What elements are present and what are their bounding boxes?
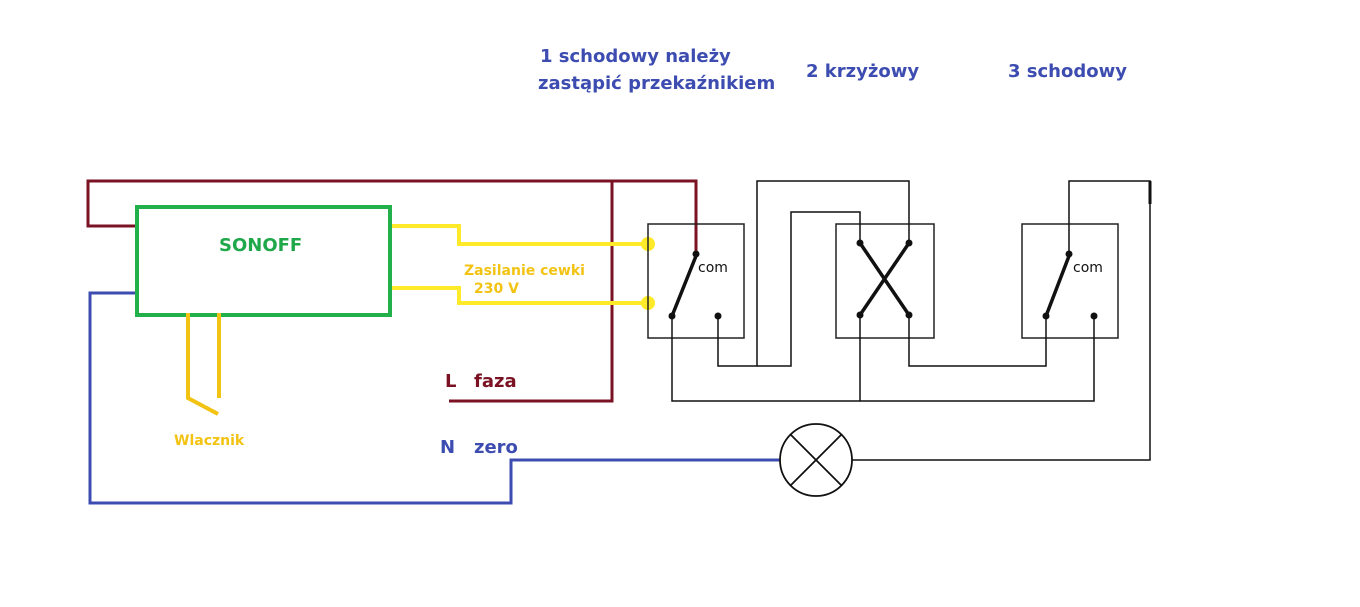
header-switch2: 2 krzyżowy <box>806 61 919 82</box>
switch-3-staircase: com <box>1021 223 1119 339</box>
manual-switch-contact <box>186 313 221 416</box>
switch-2-cross <box>835 223 935 339</box>
phase-wire <box>86 179 698 403</box>
coil-supply-wires <box>390 224 648 305</box>
neutral-wire <box>88 291 780 505</box>
phase-name: faza <box>474 371 517 392</box>
sonoff-module <box>135 205 392 317</box>
neutral-name: zero <box>474 437 518 458</box>
sonoff-label: SONOFF <box>219 235 302 256</box>
header-switch1-line1: 1 schodowy należy <box>540 46 731 67</box>
header-switch1-line2: zastąpić przekaźnikiem <box>538 73 775 94</box>
manual-switch-label: Wlacznik <box>174 433 245 449</box>
phase-letter: L <box>445 371 456 392</box>
neutral-letter: N <box>440 437 455 458</box>
switch-3-com-label: com <box>1073 260 1103 276</box>
switch-1-com-label: com <box>698 260 728 276</box>
coil-label-line1: Zasilanie cewki <box>464 263 585 279</box>
coil-label-line2: 230 V <box>474 281 519 297</box>
lamp-cross-symbol <box>779 423 853 497</box>
header-switch3: 3 schodowy <box>1008 61 1127 82</box>
